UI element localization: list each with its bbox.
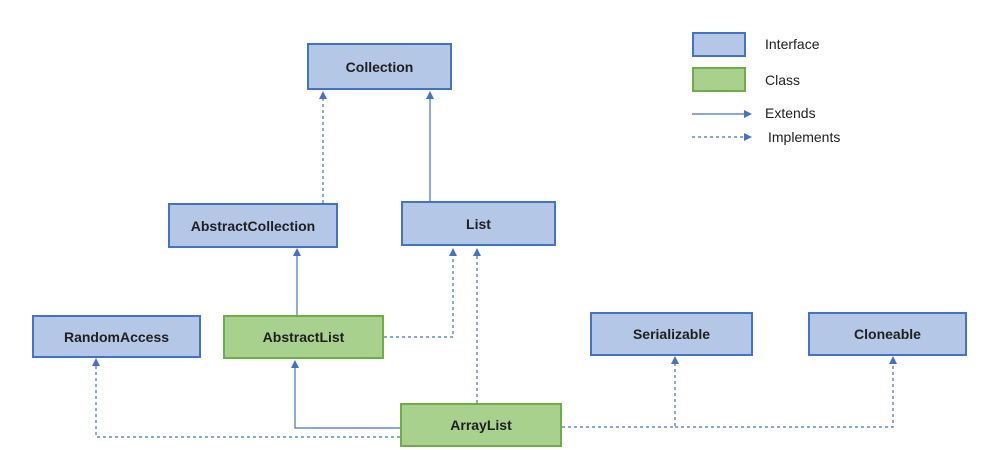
edge-arraylist-to-cloneable [675,356,897,428]
node-randomaccess: RandomAccess [32,315,201,358]
node-cloneable-label: Cloneable [854,326,921,342]
node-arraylist: ArrayList [400,403,562,447]
node-randomaccess-label: RandomAccess [63,328,170,345]
edge-arraylist-to-serializable [562,356,679,428]
node-abstractlist-label: AbstractList [262,329,345,345]
node-serializable-label: Serializable [632,326,711,342]
edge-abstractlist-to-list [384,248,457,338]
node-abstractlist: AbstractList [223,315,384,359]
legend-implements-label: Implements [768,129,841,145]
node-list-label: List [466,215,491,232]
legend-class-label: Class [765,72,801,88]
node-abstractcollection: AbstractCollection [168,203,338,248]
edge-arraylist-to-abstractlist [291,360,400,429]
node-arraylist-label: ArrayList [450,417,512,433]
legend-interface-label: Interface [765,36,820,52]
node-serializable: Serializable [590,312,753,356]
legend-interface-swatch [692,32,746,57]
node-list: List [401,201,556,246]
node-collection-label: Collection [345,58,414,75]
legend-class-swatch [692,67,746,92]
edge-arraylist-to-randomaccess [92,358,400,438]
node-cloneable: Cloneable [808,312,967,356]
node-collection: Collection [307,43,452,90]
legend-extends-label: Extends [765,105,816,121]
node-abstractcollection-label: AbstractCollection [190,217,316,234]
